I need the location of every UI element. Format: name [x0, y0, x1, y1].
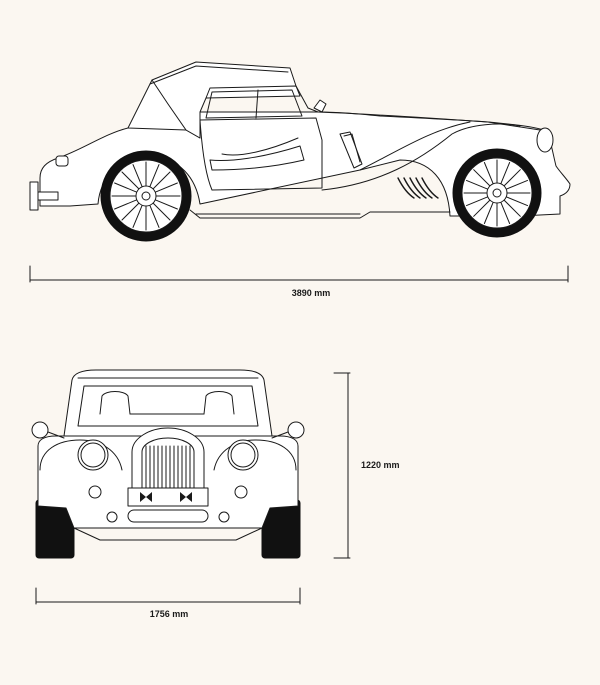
- side-soft-top-rear: [151, 79, 187, 131]
- side-rear-bumper: [29, 181, 39, 211]
- front-mirror-left-arm: [47, 431, 65, 439]
- front-headlamp-left-inner: [80, 442, 106, 468]
- rear-hub-cap: [141, 191, 151, 201]
- rear-hub: [135, 185, 157, 207]
- wheel-spoke: [114, 182, 138, 193]
- side-door-handle: [221, 137, 299, 156]
- length-dimension-label: 3890 mm: [291, 288, 331, 298]
- front-fog-right: [218, 511, 230, 523]
- front-bumper: [127, 509, 209, 523]
- wheel-spoke: [500, 201, 511, 224]
- side-rear-wheel: [100, 150, 192, 242]
- side-vent: [339, 131, 363, 169]
- side-window-pillar: [255, 89, 259, 119]
- wheel-spoke: [121, 171, 140, 190]
- front-view: [31, 369, 305, 559]
- side-sill: [189, 209, 451, 219]
- front-seat-right: [203, 391, 235, 415]
- side-window-line: [205, 89, 303, 119]
- front-headlamp-left: [77, 439, 109, 471]
- wheel-spoke: [503, 199, 521, 217]
- wheel-spoke: [473, 169, 491, 187]
- side-door: [199, 117, 323, 191]
- wheel-spoke: [149, 164, 160, 188]
- wheel-spoke: [500, 162, 511, 185]
- wheel-spoke: [149, 204, 160, 228]
- wheel-spoke: [505, 179, 528, 190]
- front-number-plate: [127, 487, 209, 507]
- wheel-spoke: [121, 202, 140, 221]
- front-hub-cap: [492, 188, 502, 198]
- wheel-spoke: [466, 196, 489, 207]
- front-hub: [486, 182, 508, 204]
- side-mirror: [313, 99, 327, 113]
- side-wing-curve: [321, 123, 521, 191]
- wheel-spoke: [152, 171, 171, 190]
- side-front-wheel: [452, 148, 542, 238]
- wheel-spoke: [132, 164, 143, 188]
- front-mirror-right: [287, 421, 305, 439]
- front-grille: [141, 437, 195, 491]
- front-indicator-left: [88, 485, 102, 499]
- width-dimension-line: [35, 587, 301, 605]
- side-headlamp: [536, 127, 554, 153]
- side-door-armrest: [209, 145, 305, 171]
- side-wing-crease: [359, 121, 471, 171]
- side-louvres: [397, 177, 439, 199]
- wheel-spoke: [154, 199, 178, 210]
- height-dimension-line: [333, 372, 351, 559]
- height-dimension-label: 1220 mm: [361, 460, 400, 470]
- front-mirror-left: [31, 421, 49, 439]
- front-grille-bars: [145, 445, 191, 489]
- front-headlamp-right: [227, 439, 259, 471]
- wheel-spoke: [466, 179, 489, 190]
- side-bonnet-line: [317, 111, 541, 131]
- front-plate-badge-right: [180, 492, 192, 502]
- wheel-spoke: [505, 196, 528, 207]
- wheel-spoke: [483, 201, 494, 224]
- rear-wheel-spokes: [111, 161, 181, 231]
- side-windscreen-frame: [205, 85, 319, 113]
- wheel-spoke: [503, 169, 521, 187]
- front-windscreen: [77, 385, 259, 427]
- side-view: [29, 61, 571, 242]
- wheel-spoke: [152, 202, 171, 221]
- side-soft-top-seam: [149, 65, 289, 85]
- wheel-spoke: [132, 204, 143, 228]
- wheel-spoke: [114, 199, 138, 210]
- front-fog-left: [106, 511, 118, 523]
- length-dimension-line: [29, 265, 569, 283]
- front-headlamp-right-inner: [230, 442, 256, 468]
- front-indicator-right: [234, 485, 248, 499]
- side-vent-inner: [343, 133, 361, 163]
- front-mirror-right-arm: [271, 431, 289, 439]
- side-exhaust: [37, 191, 59, 201]
- side-soft-top: [127, 61, 301, 139]
- front-right-wing: [213, 439, 297, 471]
- width-dimension-label: 1756 mm: [149, 609, 189, 619]
- front-plate-badge-left: [140, 492, 152, 502]
- wheel-spoke: [473, 199, 491, 217]
- front-left-wing: [39, 439, 123, 471]
- side-rear-lamp: [55, 155, 69, 167]
- wheel-spoke: [154, 182, 178, 193]
- front-seat-left: [99, 391, 131, 415]
- front-lower-valance: [73, 527, 263, 541]
- wheel-spoke: [483, 162, 494, 185]
- front-wheel-spokes: [463, 159, 531, 227]
